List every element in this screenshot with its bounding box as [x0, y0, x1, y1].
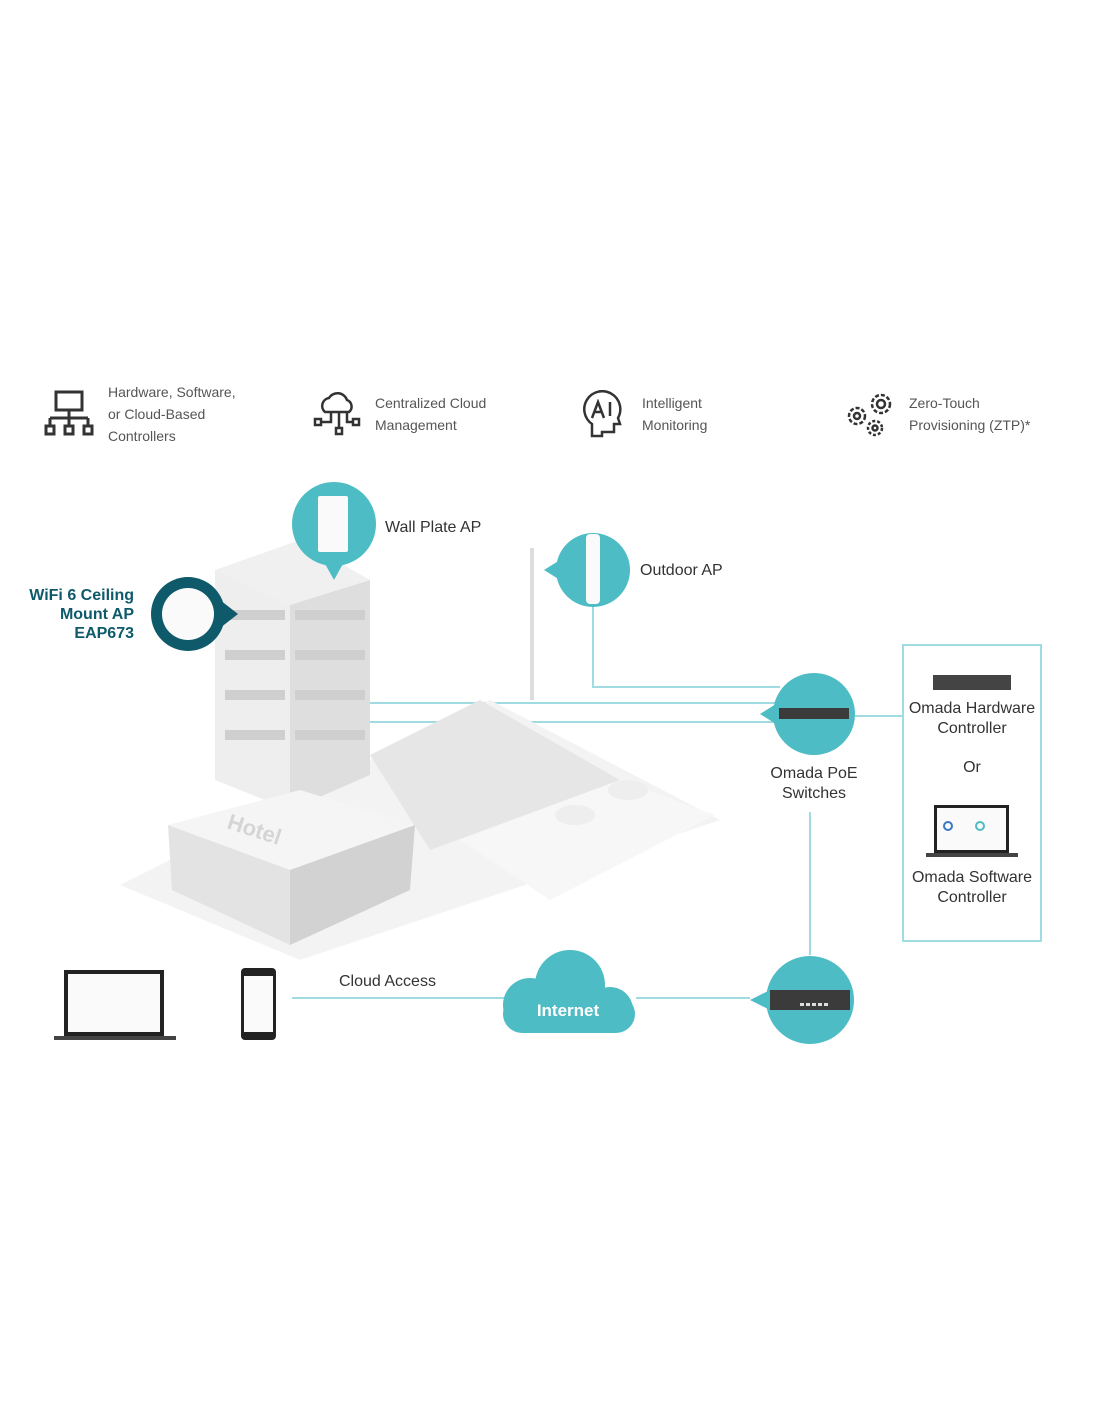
outdoor-ap-bubble — [544, 533, 630, 607]
internet-cloud — [503, 950, 635, 1033]
or-label: Or — [963, 759, 981, 776]
feature-controllers: Hardware, Software, or Cloud-Based Contr… — [108, 381, 236, 447]
wall-plate-ap-label: Wall Plate AP — [385, 519, 482, 536]
feature-text: Monitoring — [642, 417, 708, 433]
feature-text: Provisioning (ZTP)* — [909, 417, 1031, 433]
feature-text: Intelligent — [642, 395, 702, 411]
laptop-client — [54, 970, 176, 1040]
cloud-network-icon — [313, 390, 361, 443]
label-line: EAP673 — [74, 625, 134, 642]
hotel-building — [120, 540, 720, 960]
feature-text: Centralized Cloud — [375, 395, 487, 411]
feature-cloud-management: Centralized Cloud Management — [375, 392, 486, 436]
feature-text: Hardware, Software, — [108, 384, 236, 400]
label-line: Switches — [781, 785, 847, 802]
hardware-controller-label: Omada Hardware Controller — [903, 699, 1041, 739]
feature-ztp: Zero-Touch Provisioning (ZTP)* — [909, 392, 1030, 436]
label-line: Omada Software — [911, 869, 1033, 886]
software-controller-laptop — [926, 805, 1018, 857]
phone-client — [241, 968, 276, 1040]
cloud-access-label: Cloud Access — [339, 973, 436, 990]
poe-switch-bubble — [760, 673, 855, 755]
ai-head-icon — [582, 389, 624, 443]
hardware-controller-device — [933, 675, 1011, 690]
feature-monitoring: Intelligent Monitoring — [642, 392, 707, 436]
wall-plate-ap-bubble — [292, 482, 376, 580]
ceiling-ap-label: WiFi 6 Ceiling Mount AP EAP673 — [20, 586, 134, 643]
gears-icon — [845, 390, 897, 443]
label-line: WiFi 6 Ceiling — [29, 587, 134, 604]
feature-text: Zero-Touch — [909, 395, 980, 411]
software-controller-label: Omada Software Controller — [903, 868, 1041, 908]
feature-text: Management — [375, 417, 457, 433]
router-bubble — [750, 956, 854, 1044]
network-hierarchy-icon — [44, 390, 94, 443]
feature-text: Controllers — [108, 428, 176, 444]
label-line: Controller — [937, 720, 1007, 737]
label-line: Controller — [937, 889, 1007, 906]
outdoor-ap-label: Outdoor AP — [640, 562, 723, 579]
poe-switches-label: Omada PoE Switches — [754, 764, 874, 804]
feature-text: or Cloud-Based — [108, 406, 206, 422]
label-line: Mount AP — [59, 606, 134, 623]
label-line: Omada Hardware — [908, 700, 1036, 717]
ceiling-ap-bubble — [151, 577, 238, 651]
label-line: Omada PoE — [770, 765, 858, 782]
internet-label: Internet — [536, 1001, 600, 1020]
